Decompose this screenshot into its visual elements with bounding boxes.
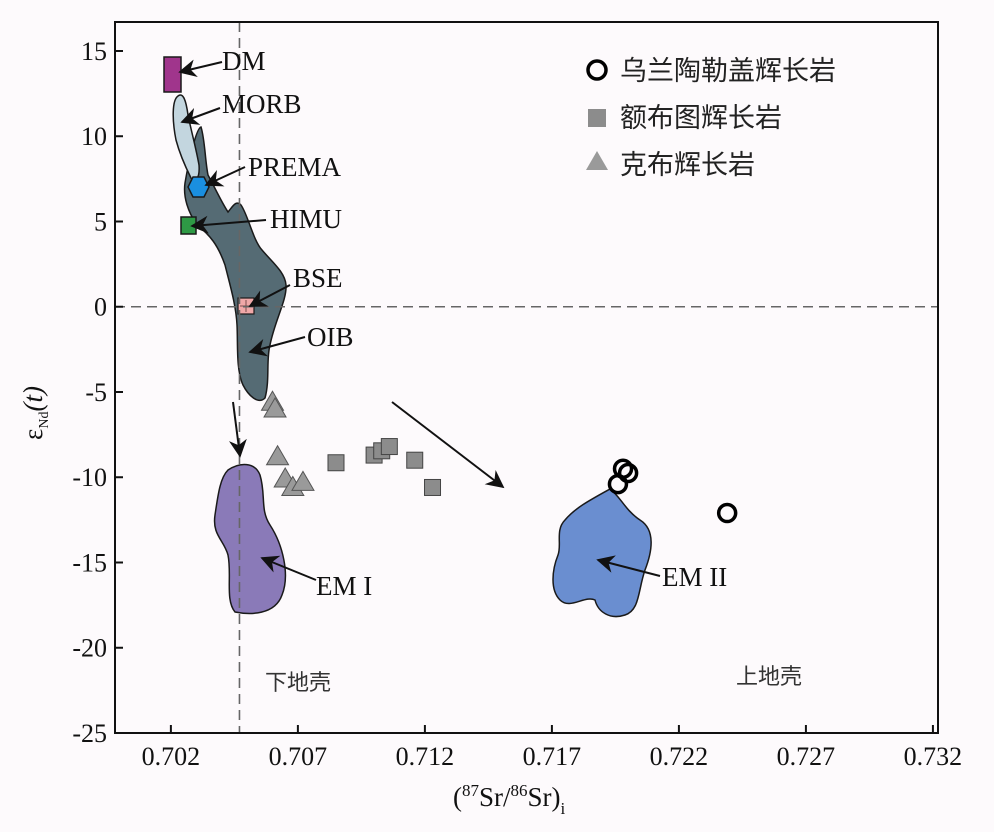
reservoir-fields [163, 56, 652, 618]
label-dm: DM [222, 46, 266, 76]
legend-marker-circle [586, 59, 608, 81]
label-bse: BSE [293, 263, 343, 293]
x-tick-label: 0.717 [523, 742, 582, 771]
arrow-bse [248, 284, 291, 307]
y-tick-label: 10 [81, 122, 107, 151]
em2-field [552, 488, 652, 618]
data-point-triangle [263, 397, 287, 418]
data-point-circle [607, 473, 629, 495]
y-tick-label: -5 [85, 378, 107, 407]
data-point-circle [716, 502, 738, 524]
plot-frame [114, 21, 939, 734]
legend-label-1: 额布图辉长岩 [620, 103, 782, 134]
y-tick-label: 0 [94, 293, 107, 322]
data-point-circle [617, 462, 639, 484]
label-upper-crust: 上地壳 [736, 665, 802, 690]
y-tick-label: 15 [81, 37, 107, 66]
dm-marker [163, 56, 182, 93]
x-tick-label: 0.727 [777, 742, 836, 771]
y-tick-label: -20 [72, 634, 107, 663]
data-point-square [327, 454, 345, 472]
y-axis: 15 10 5 0 -5 -10 -15 -20 -25 [72, 37, 123, 748]
y-tick-label: -15 [72, 548, 107, 577]
label-morb: MORB [222, 89, 302, 119]
data-point-square [380, 438, 398, 456]
y-tick-label: 5 [94, 207, 107, 236]
x-tick-label: 0.707 [269, 742, 328, 771]
label-himu: HIMU [270, 204, 342, 234]
arrow-morb [180, 107, 221, 125]
legend: 乌兰陶勒盖辉长岩 额布图辉长岩 克布辉长岩 [586, 56, 836, 181]
arrow-oib [248, 336, 306, 357]
annotation-arrows [178, 59, 661, 581]
x-tick-label: 0.732 [904, 742, 963, 771]
arrow-dm [178, 59, 223, 78]
arrow-em2 [596, 555, 661, 577]
x-axis: 0.702 0.707 0.712 0.717 0.722 0.727 0.732 [142, 725, 963, 771]
reservoir-labels: DM MORB PREMA HIMU BSE OIB EM I EM II 下地… [222, 46, 802, 696]
data-point-square [406, 451, 424, 469]
legend-label-0: 乌兰陶勒盖辉长岩 [620, 56, 836, 87]
x-axis-title: (87Sr/86Sr)i [453, 781, 566, 818]
label-prema: PREMA [248, 152, 342, 182]
arrow-trend-down [228, 401, 247, 458]
data-point-triangle [265, 444, 290, 466]
arrow-em1 [260, 555, 317, 581]
data-point-square [424, 478, 442, 496]
arrow-himu [190, 215, 267, 234]
prema-marker [187, 176, 210, 198]
arrow-trend-right [391, 401, 505, 489]
x-tick-label: 0.712 [396, 742, 455, 771]
arrow-prema [204, 166, 246, 187]
legend-marker-triangle [586, 151, 608, 170]
label-em1: EM I [316, 571, 372, 601]
y-axis-title: εNd(t) [18, 386, 52, 440]
em1-field [213, 463, 287, 615]
legend-marker-square [588, 109, 606, 127]
label-em2: EM II [662, 562, 727, 592]
label-lower-crust: 下地壳 [265, 671, 331, 696]
label-oib: OIB [307, 322, 354, 352]
y-tick-label: -10 [72, 463, 107, 492]
x-tick-label: 0.722 [650, 742, 709, 771]
legend-label-2: 克布辉长岩 [620, 150, 755, 181]
x-tick-label: 0.702 [142, 742, 201, 771]
y-tick-label: -25 [72, 719, 107, 748]
data-point-triangle [291, 470, 315, 491]
data-series [260, 390, 738, 524]
